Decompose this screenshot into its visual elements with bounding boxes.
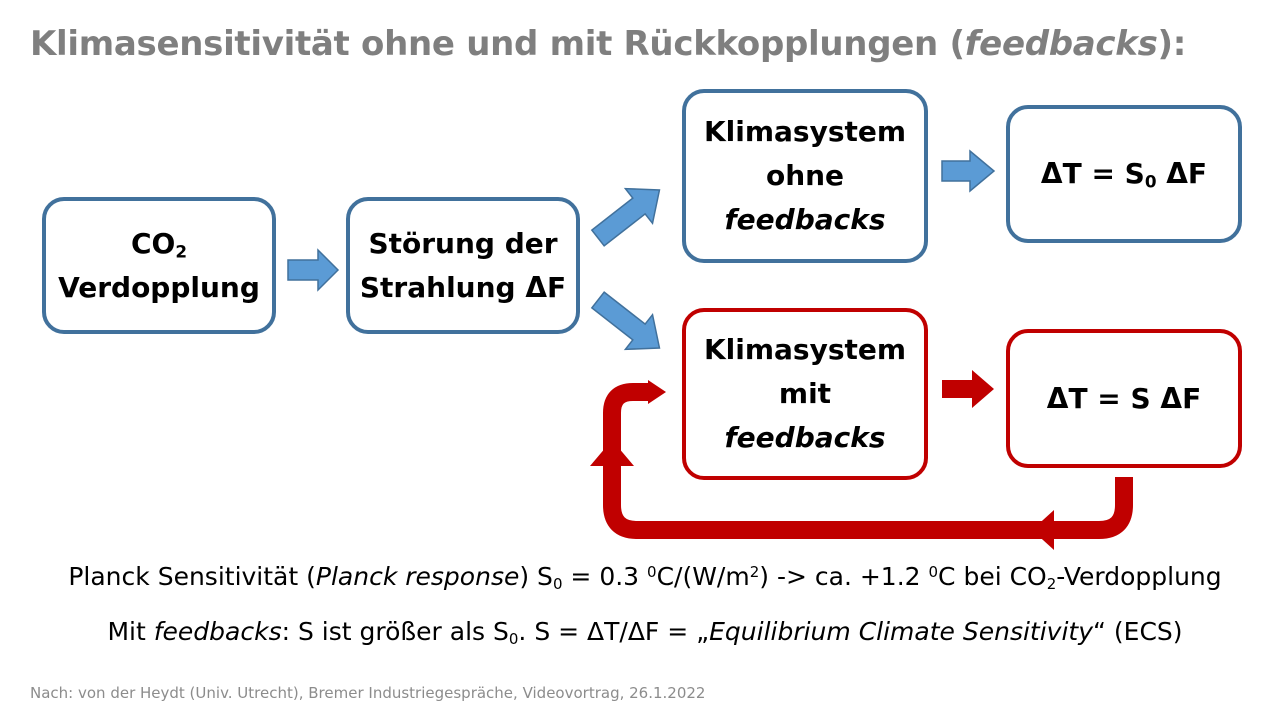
co2-doubling-box: CO2 Verdopplung	[42, 197, 276, 334]
arrow-co2-to-forcing	[287, 248, 340, 292]
result-with-feedback-box: ΔT = S ΔF	[1006, 329, 1242, 468]
climate-system-no-feedback-box: Klimasystem ohne feedbacks	[682, 89, 928, 263]
no-feedback-line1: Klimasystem	[703, 115, 907, 148]
with-feedback-line2: mit	[778, 377, 832, 410]
arrow-with-feedback-to-result	[942, 370, 994, 408]
feedback-arrowhead-right	[648, 380, 666, 404]
no-feedback-line2: ohne	[765, 159, 845, 192]
planck-sensitivity-note: Planck Sensitivität (Planck response) S0…	[68, 562, 1222, 594]
page-title: Klimasensitivität ohne und mit Rückkoppl…	[30, 24, 1187, 64]
radiative-forcing-box: Störung der Strahlung ΔF	[346, 197, 580, 334]
with-feedback-line3: feedbacks	[724, 421, 886, 454]
result-no-feedback-box: ΔT = S0 ΔF	[1006, 105, 1242, 243]
source-footer: Nach: von der Heydt (Univ. Utrecht), Bre…	[30, 684, 706, 702]
feedback-sensitivity-note: Mit feedbacks: S ist größer als S0. S = …	[107, 617, 1183, 649]
forcing-line2: Strahlung ΔF	[359, 270, 567, 304]
doubling-label: Verdopplung	[58, 270, 260, 304]
arrow-forcing-to-with-feedback	[590, 291, 661, 351]
arrow-forcing-to-no-feedback	[590, 187, 661, 247]
with-feedback-line1: Klimasystem	[703, 333, 907, 366]
forcing-line1: Störung der	[368, 226, 558, 260]
feedback-arrowhead-left	[1032, 510, 1054, 550]
co2-label: CO2	[130, 226, 188, 262]
no-feedback-line3: feedbacks	[724, 203, 886, 236]
arrow-no-feedback-to-result	[941, 149, 996, 193]
feedback-arrowhead-up	[590, 440, 634, 466]
feedback-loop-path	[603, 383, 1133, 539]
result-no-feedback-formula: ΔT = S0 ΔF	[1040, 157, 1208, 192]
climate-system-with-feedback-box: Klimasystem mit feedbacks	[682, 308, 928, 480]
result-with-feedback-formula: ΔT = S ΔF	[1046, 381, 1202, 415]
